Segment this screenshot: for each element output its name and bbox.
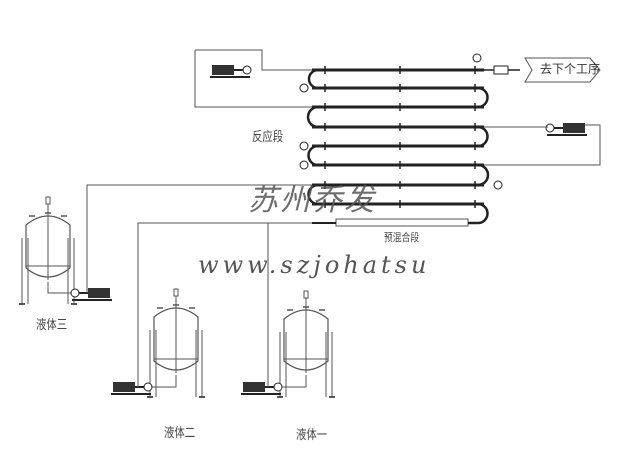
recirc-line xyxy=(195,49,312,71)
liquid-one-label: 液体一 xyxy=(296,428,328,443)
pump-motor-icon xyxy=(563,123,585,133)
u-bend xyxy=(307,144,319,167)
watermark-url: www.szjohatsu xyxy=(198,251,431,279)
next-process-label: 去下个工序 xyxy=(540,62,601,76)
u-bend xyxy=(468,202,489,225)
pump-head-icon xyxy=(143,382,153,392)
pump-motor-icon xyxy=(243,382,265,392)
liquid-two-label: 液体二 xyxy=(164,426,196,441)
agitator-motor-icon xyxy=(45,196,51,205)
u-bend xyxy=(306,105,319,129)
pump-head-icon xyxy=(70,288,80,298)
pump-motor-icon xyxy=(113,382,135,392)
agitator-motor-icon xyxy=(303,290,309,299)
pump-head-icon xyxy=(242,65,252,75)
u-bend xyxy=(477,125,489,148)
pump-head-icon xyxy=(545,123,555,133)
next-process-arrow xyxy=(524,57,601,83)
pump-motor-icon xyxy=(88,288,110,298)
u-bend xyxy=(477,86,489,109)
feed-line-two xyxy=(137,222,312,387)
liquid-three-label: 液体三 xyxy=(36,318,68,333)
feed-line-three xyxy=(86,184,312,293)
premix-section-label: 预混合段 xyxy=(384,231,420,244)
pump-head-icon xyxy=(273,382,283,392)
flow-meter xyxy=(493,65,509,75)
pressure-gauge-icon xyxy=(299,83,309,93)
recirc-line xyxy=(484,124,601,166)
agitator-motor-icon xyxy=(173,288,179,297)
pressure-gauge-icon xyxy=(493,180,503,190)
u-bend xyxy=(307,183,319,206)
pressure-gauge-icon xyxy=(299,141,309,151)
pressure-gauge-icon xyxy=(472,53,482,63)
watermark-company: 苏州乔发 xyxy=(248,183,376,218)
pump-motor-icon xyxy=(212,65,234,75)
reaction-section-label: 反应段 xyxy=(252,130,284,145)
pressure-gauge-icon xyxy=(299,160,309,170)
recirc-line xyxy=(194,50,312,108)
premix-tube xyxy=(335,218,469,227)
u-bend xyxy=(307,68,319,90)
u-bend xyxy=(477,163,490,187)
